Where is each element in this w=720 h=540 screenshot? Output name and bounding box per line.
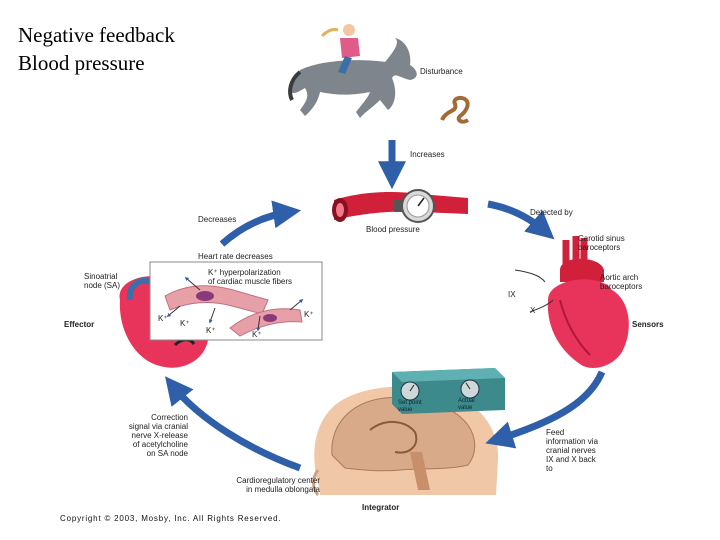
label-k-ion-4: K⁺ [252, 330, 262, 339]
label-correction-signal: Correction signal via cranial nerve X-re… [128, 413, 188, 458]
label-nerve-ix: IX [508, 290, 516, 299]
slide-title-line-1: Negative feedback [18, 23, 175, 47]
arrow-correction [164, 376, 302, 472]
label-k-ion-5: K⁺ [304, 310, 314, 319]
copyright-notice: Copyright © 2003, Mosby, Inc. All Rights… [60, 514, 282, 523]
label-actual-value: Actual value [458, 398, 475, 411]
label-increases: Increases [410, 150, 445, 159]
arrow-decreases [219, 200, 302, 247]
label-sensors: Sensors [632, 320, 664, 329]
label-set-point: Set point value [398, 400, 422, 413]
label-decreases: Decreases [198, 215, 237, 224]
label-cardioregulatory-center: Cardioregulatory center in medulla oblon… [236, 476, 320, 494]
label-sinoatrial-node: Sinoatrial node (SA) [84, 272, 121, 290]
horse-rider-illustration [288, 24, 417, 118]
label-heart-rate-decreases: Heart rate decreases [198, 252, 273, 261]
label-blood-pressure: Blood pressure [366, 225, 420, 234]
label-carotid-sinus: Carotid sinus baroceptors [578, 234, 625, 252]
label-detected-by: Detected by [530, 208, 573, 217]
snake-illustration [440, 95, 470, 124]
blood-vessel-illustration [332, 189, 468, 223]
label-aortic-arch: Aortic arch baroceptors [600, 273, 643, 291]
slide-title-line-2: Blood pressure [18, 51, 145, 75]
arrow-feed-information [485, 370, 606, 449]
label-nerve-x: X [530, 306, 536, 315]
feedback-loop-arrows [164, 140, 606, 472]
label-disturbance: Disturbance [420, 67, 463, 76]
label-k-ion-2: K⁺ [180, 319, 190, 328]
sensor-heart-illustration [514, 236, 629, 368]
label-effector: Effector [64, 320, 95, 329]
control-box-illustration [392, 368, 505, 414]
label-feed-information: Feed information via cranial nerves IX a… [546, 428, 599, 473]
brain-illustration [312, 386, 499, 496]
label-integrator: Integrator [362, 503, 400, 512]
arrow-detected [487, 200, 555, 240]
muscle-fiber-inset [149, 261, 323, 341]
label-k-ion-1: K⁺ [158, 314, 168, 323]
label-hyperpolarization: K⁺ hyperpolarization of cardiac muscle f… [208, 268, 293, 286]
label-k-ion-3: K⁺ [206, 326, 216, 335]
